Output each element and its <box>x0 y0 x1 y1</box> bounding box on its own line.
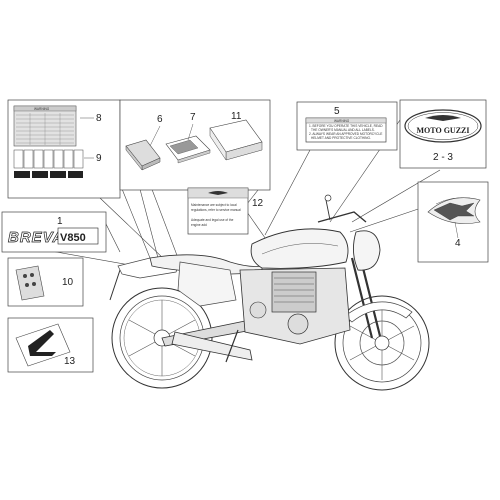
warning-5-line-2: THE OWNER'S MANUAL AND ALL LABELS. <box>311 128 375 132</box>
callout-11: 11 <box>231 111 242 122</box>
callout-6: 6 <box>157 114 163 125</box>
warning-label-8-title: WARNING <box>34 107 50 111</box>
callout-12: 12 <box>252 198 264 209</box>
callout-1: 1 <box>57 216 63 227</box>
breva-logo-text: BREVA <box>8 229 64 246</box>
part-10-sticker-panel: 10 <box>7 257 84 307</box>
warning-5-title: WARNING <box>334 119 350 123</box>
warning-5-line-4: HELMET AND PROTECTIVE CLOTHING. <box>311 136 371 140</box>
part-1-breva-decal: BREVA V850 1 <box>1 211 107 253</box>
callout-8: 8 <box>96 113 102 124</box>
label-12-line-2: regulations, refer to service manual <box>191 208 241 212</box>
callout-4: 4 <box>455 238 461 249</box>
callout-7: 7 <box>190 112 196 123</box>
moto-guzzi-logo-text: MOTO GUZZI <box>417 126 470 135</box>
front-wheel <box>334 295 430 391</box>
part-5-warning-label-panel: 5 WARNING 1. BEFORE YOU OPERATE THIS VEH… <box>296 101 398 151</box>
eagle-icon <box>425 115 461 121</box>
engine <box>239 267 351 345</box>
eagle-emblem-icon <box>433 202 475 221</box>
part-6-7-11-documents-panel: 6 7 11 <box>119 99 271 191</box>
breva-model-text: V850 <box>60 232 86 244</box>
label-12-line-1: Maintenance are subject to local <box>191 203 237 207</box>
toolkit-pouch-6 <box>125 139 161 171</box>
callout-2-3: 2 - 3 <box>433 152 453 163</box>
headlight <box>353 230 381 271</box>
callout-13: 13 <box>64 356 76 367</box>
stripe-graphic-icon <box>28 330 56 356</box>
part-13-stripe-decal-panel: 13 <box>7 317 94 373</box>
owner-manual-7 <box>165 135 211 164</box>
part-4-eagle-emblem-panel: 4 <box>417 181 489 263</box>
part-12-service-label: Maintenance are subject to local regulat… <box>187 187 264 235</box>
callout-5: 5 <box>334 106 340 117</box>
manual-book-11 <box>209 119 263 161</box>
part-8-9-fuse-label-panel: WARNING 8 9 <box>7 99 121 199</box>
warning-5-line-1: 1. BEFORE YOU OPERATE THIS VEHICLE, READ <box>309 124 383 128</box>
logo-small-icon <box>208 191 228 195</box>
motorcycle-illustration <box>109 194 430 391</box>
fuel-tank <box>250 228 349 269</box>
label-12-line-4: Adequate and legal use of the <box>191 218 234 222</box>
fuse-label-9 <box>13 149 84 178</box>
warning-5-line-3: 2. ALWAYS WEAR AN APPROVED MOTORCYCLE <box>309 132 382 136</box>
callout-9: 9 <box>96 153 102 164</box>
callout-10: 10 <box>62 277 74 288</box>
part-2-3-logo-panel: MOTO GUZZI 2 - 3 <box>399 99 487 169</box>
label-12-line-5: engine add <box>191 223 207 227</box>
moto-guzzi-oval-badge <box>404 109 482 143</box>
